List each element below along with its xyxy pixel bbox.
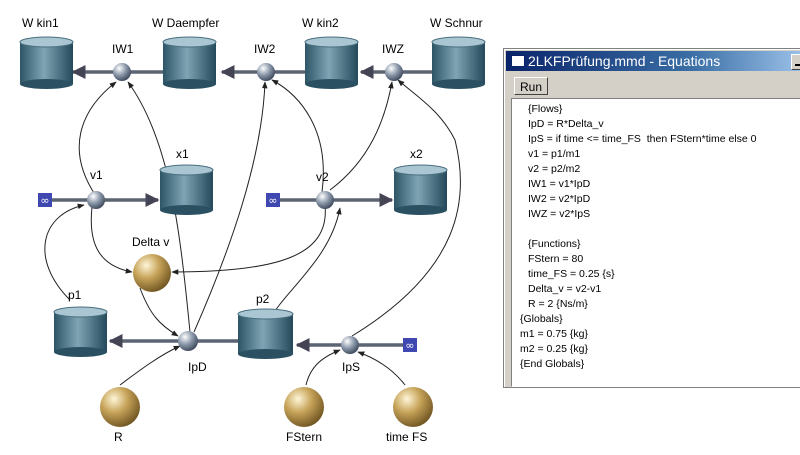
flow-node-v2[interactable] — [316, 191, 334, 209]
link-ipd-to-iw2 — [193, 81, 268, 333]
label-w-kin1: W kin1 — [22, 16, 59, 30]
constant-r[interactable] — [100, 387, 140, 427]
label-iw2: IW2 — [254, 42, 276, 56]
minimize-icon — [795, 64, 800, 66]
equations-window: 2LKFPrüfung.mmd - Equations Run {Flows} … — [503, 48, 800, 388]
flow-node-iw2[interactable] — [257, 63, 275, 81]
label-w-schnur: W Schnur — [430, 16, 483, 30]
link-v2-to-deltav — [171, 204, 326, 275]
eq-line: {Flows} — [528, 103, 563, 115]
window-title: 2LKFPrüfung.mmd - Equations — [528, 53, 721, 69]
link-v1-to-deltav — [90, 206, 133, 274]
stock-p2[interactable] — [237, 308, 294, 359]
label-w-kin2: W kin2 — [302, 16, 339, 30]
infinity-icon: ∞ — [268, 194, 277, 207]
label-w-daempfer: W Daempfer — [152, 16, 220, 30]
label-v1: v1 — [90, 168, 103, 182]
label-time-fs: time FS — [386, 430, 428, 444]
eq-line: R = 2 {Ns/m} — [528, 298, 588, 310]
eq-line: Delta_v = v2-v1 — [528, 283, 602, 295]
stock-w-kin2[interactable] — [304, 36, 359, 89]
eq-line: {Functions} — [528, 238, 581, 250]
eq-line: IW1 = v1*IpD — [528, 178, 591, 190]
source-ips[interactable]: ∞ — [403, 338, 417, 352]
label-x1: x1 — [176, 147, 189, 161]
model-diagram: ∞ ∞ ∞ — [19, 36, 486, 427]
constant-time-fs[interactable] — [393, 387, 433, 427]
link-p2-to-v2 — [267, 207, 342, 323]
link-fstern-to-ips — [305, 349, 341, 386]
eq-line: m2 = 0.25 {kg} — [520, 343, 589, 355]
source-v2[interactable]: ∞ — [266, 193, 280, 207]
label-ips: IpS — [342, 360, 361, 374]
label-x2: x2 — [410, 147, 423, 161]
label-delta-v: Delta v — [132, 235, 170, 249]
eq-line: m1 = 0.75 {kg} — [520, 328, 589, 340]
connectors — [44, 79, 461, 386]
eq-line: IpD = R*Delta_v — [528, 118, 604, 130]
label-p1: p1 — [68, 288, 82, 302]
eq-line: v1 = p1/m1 — [528, 148, 581, 160]
eq-line: FStern = 80 — [528, 253, 584, 265]
flow-node-v1[interactable] — [87, 191, 105, 209]
stock-w-daempfer[interactable] — [162, 36, 217, 89]
flow-node-ips[interactable] — [341, 336, 359, 354]
link-deltav-to-ipd — [139, 287, 179, 337]
eq-line: {End Globals} — [520, 358, 585, 370]
label-r: R — [114, 430, 123, 444]
minimize-button[interactable] — [791, 54, 800, 70]
flow-node-ipd[interactable] — [178, 331, 198, 351]
constant-fstern[interactable] — [284, 387, 324, 427]
label-iw1: IW1 — [112, 42, 134, 56]
link-v1-to-iw1 — [78, 81, 117, 197]
stock-p1[interactable] — [53, 306, 108, 357]
stock-w-kin1[interactable] — [19, 36, 74, 89]
link-r-to-ipd — [119, 345, 181, 386]
label-p2: p2 — [256, 292, 270, 306]
link-ips-to-iwz — [351, 79, 461, 337]
label-v2: v2 — [316, 170, 329, 184]
link-p1-to-v1 — [44, 203, 85, 301]
eq-line: IW2 = v2*IpD — [528, 193, 591, 205]
window-titlebar[interactable]: 2LKFPrüfung.mmd - Equations — [506, 51, 800, 71]
link-timefs-to-ips — [357, 351, 406, 386]
eq-line: IWZ = v2*IpS — [528, 208, 591, 220]
infinity-icon: ∞ — [40, 194, 49, 207]
link-v2-to-iwz — [329, 81, 394, 191]
stock-x1[interactable] — [159, 164, 214, 215]
flow-node-iwz[interactable] — [385, 63, 403, 81]
source-v1[interactable]: ∞ — [38, 193, 52, 207]
eq-line: v2 = p2/m2 — [528, 163, 581, 175]
link-v2-to-iw2 — [271, 79, 324, 193]
constant-delta-v[interactable] — [133, 254, 171, 292]
label-iwz: IWZ — [382, 42, 404, 56]
stock-w-schnur[interactable] — [431, 36, 486, 89]
infinity-icon: ∞ — [405, 339, 414, 352]
run-button[interactable]: Run — [514, 77, 548, 95]
eq-line: time_FS = 0.25 {s} — [528, 268, 615, 280]
label-fstern: FStern — [286, 430, 323, 444]
eq-line: IpS = if time <= time_FS then FStern*tim… — [528, 133, 757, 145]
flow-node-iw1[interactable] — [113, 63, 131, 81]
window-icon — [511, 55, 525, 67]
eq-line: {Globals} — [520, 313, 563, 325]
label-ipd: IpD — [188, 360, 207, 374]
equations-text[interactable]: {Flows} IpD = R*Delta_v IpS = if time <=… — [511, 98, 800, 387]
stock-x2[interactable] — [393, 164, 448, 215]
